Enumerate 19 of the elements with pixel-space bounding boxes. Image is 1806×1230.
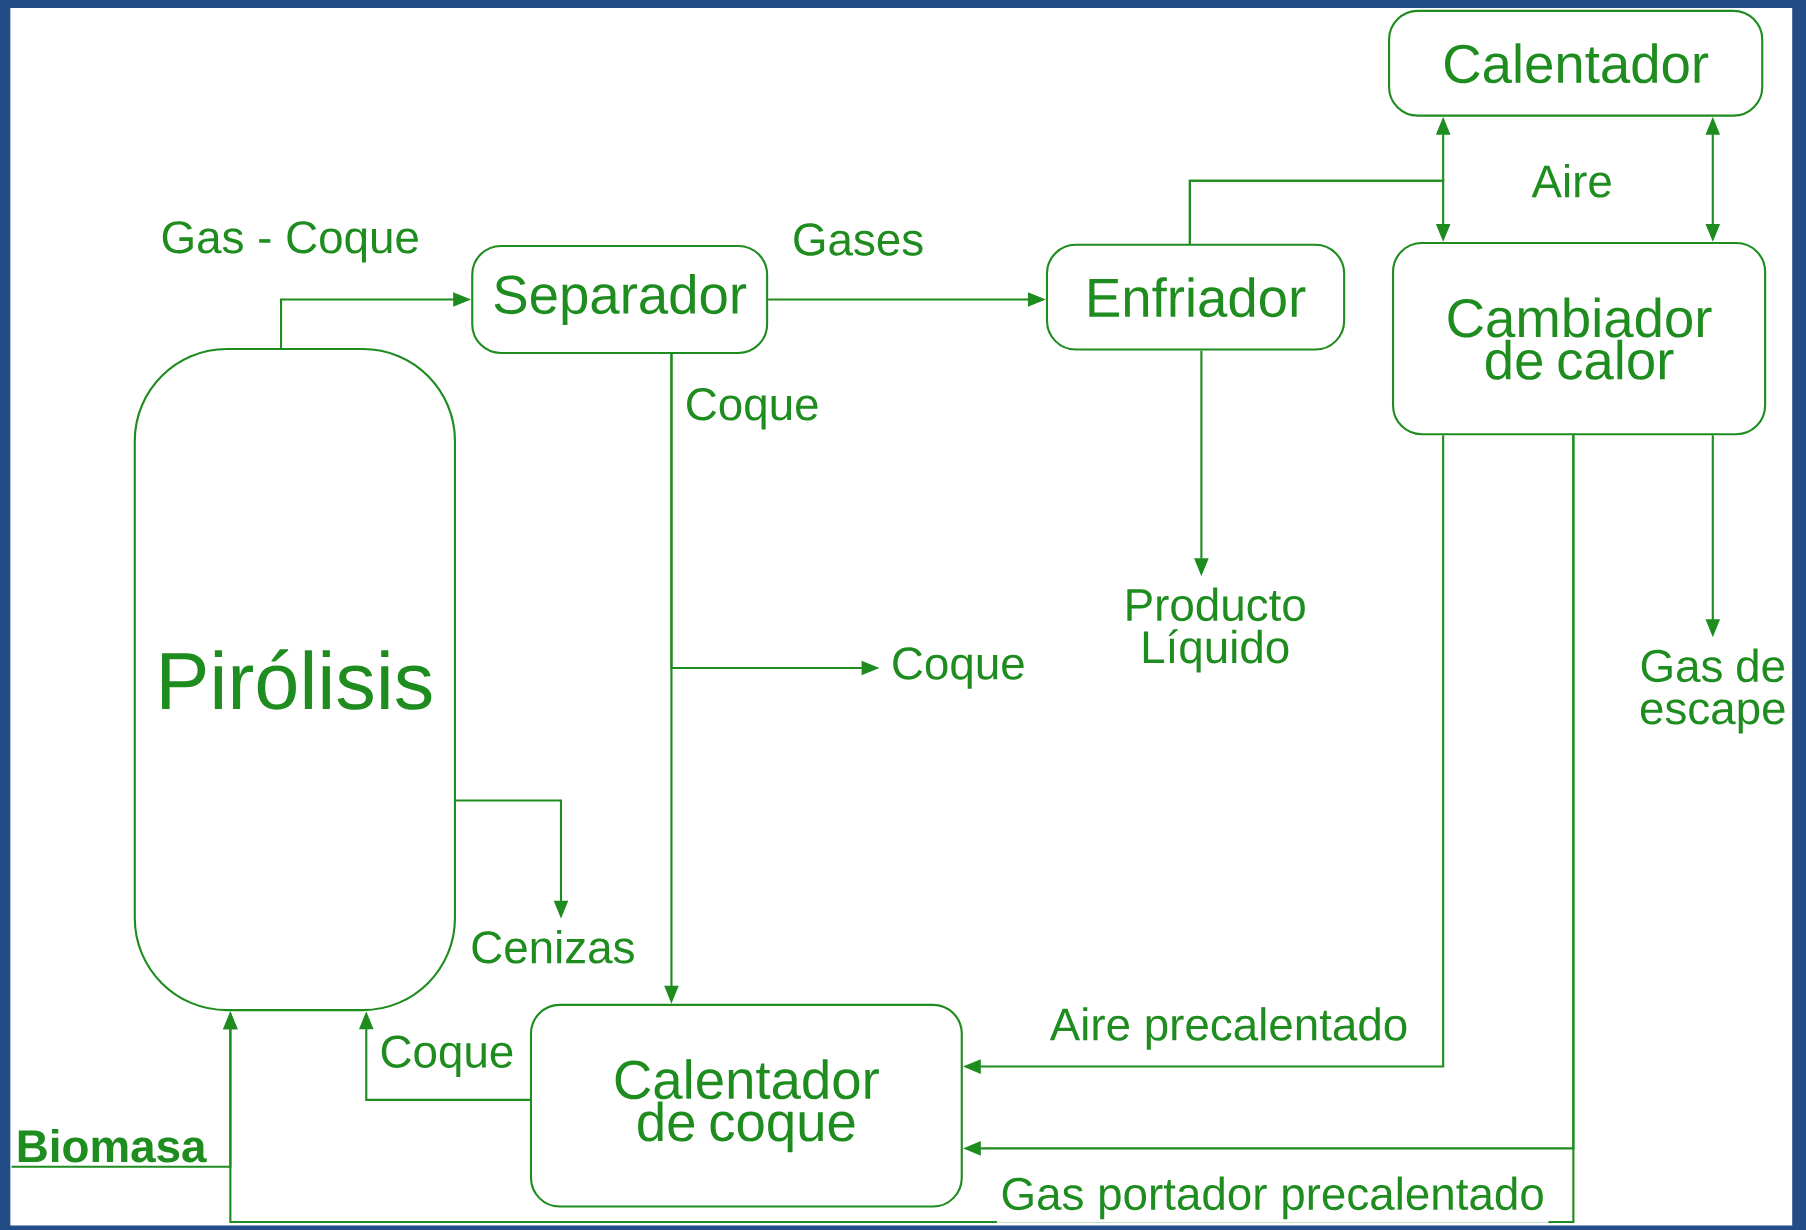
process-box: Enfriador (1045, 243, 1346, 351)
edge-label: Gases (788, 219, 928, 260)
process-box: Pirólisis (133, 347, 457, 1012)
edge-label: Aire precalentado (1046, 1003, 1412, 1054)
edge-label: Gas - Coque (157, 217, 424, 267)
edge-label: Gas portador precalentado (997, 1173, 1549, 1223)
process-box: Separador (471, 244, 769, 354)
process-box: Cambiador de calor (1392, 241, 1767, 436)
stream-label: Gas de escape (1640, 648, 1785, 734)
process-box: Calentador (1388, 9, 1764, 117)
stream-label: Coque (893, 647, 1024, 689)
arrow (1188, 179, 1451, 244)
stream-label: Aire (1531, 163, 1611, 198)
process-box: Calentador de coque (529, 1003, 963, 1208)
edge-label: Coque (375, 1031, 518, 1081)
input-label: Biomasa (18, 1128, 207, 1163)
edge-label: Coque (681, 384, 824, 434)
stream-label: Producto Líquido (1127, 587, 1305, 673)
stream-label: Cenizas (472, 929, 634, 964)
